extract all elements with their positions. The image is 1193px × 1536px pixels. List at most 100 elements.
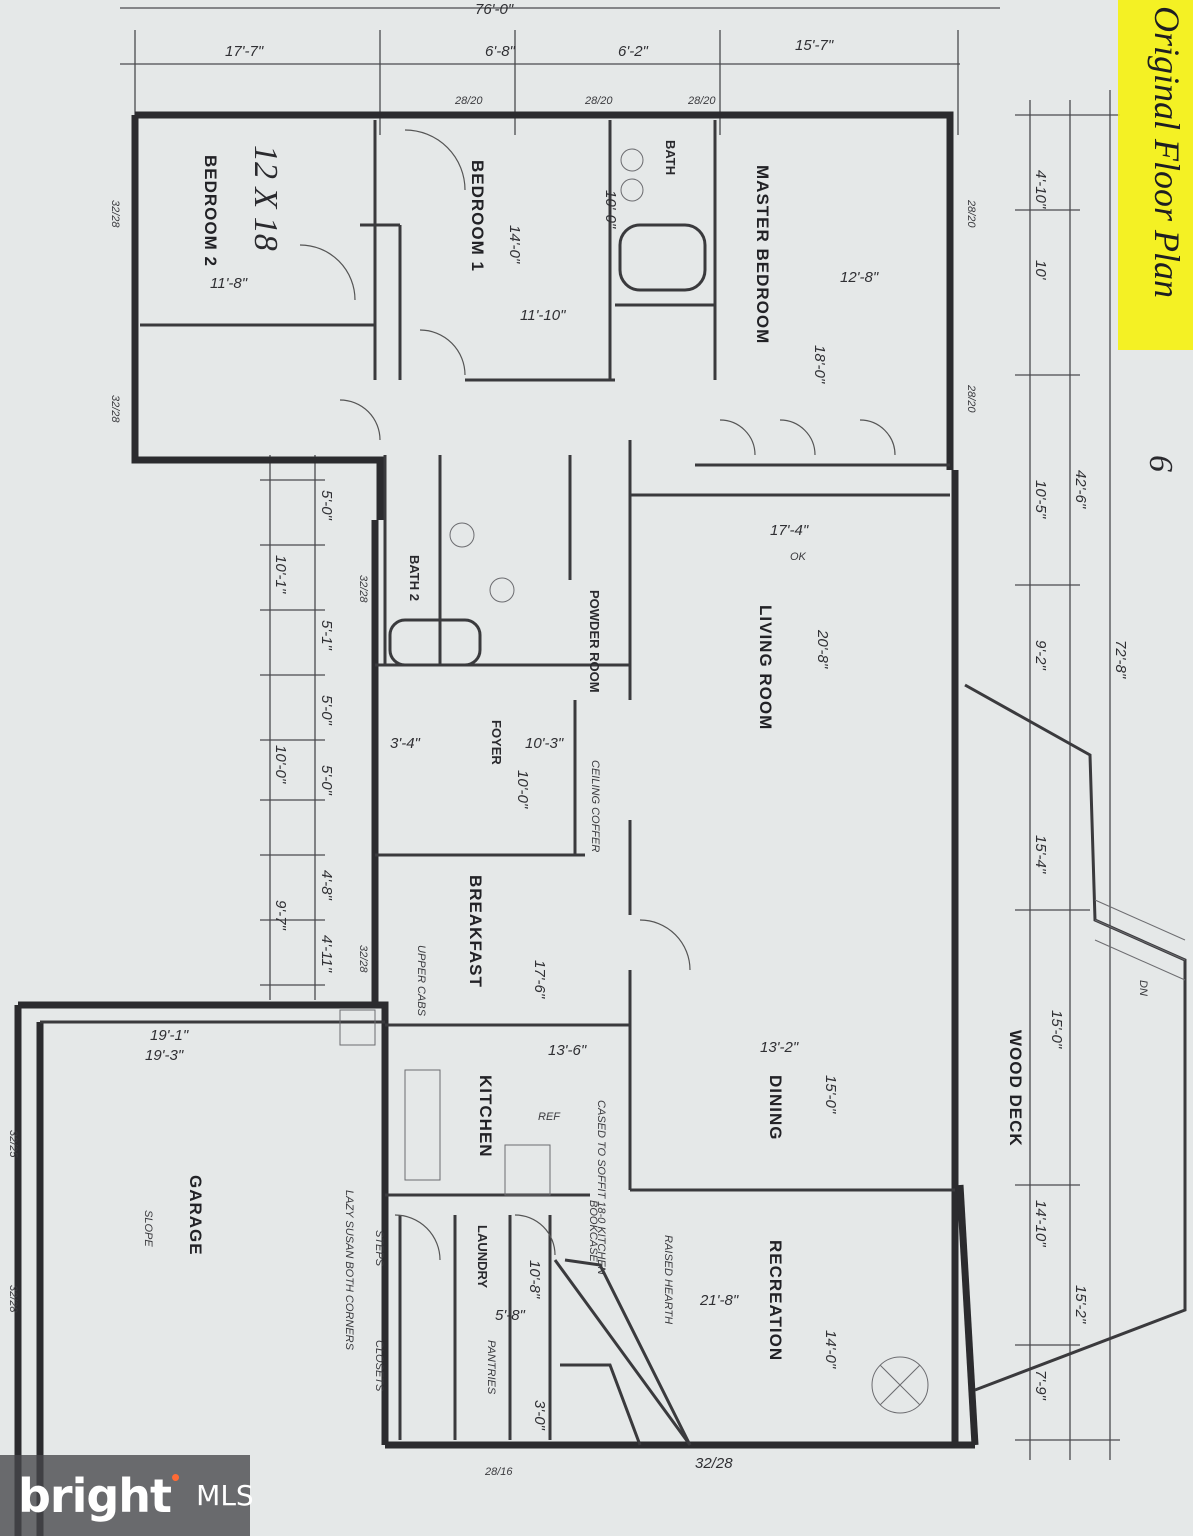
room-garage: GARAGE [186, 1175, 205, 1256]
window-label-bottom2: 28/16 [484, 1466, 513, 1478]
dim-foyer-a: 3'-4" [390, 735, 421, 752]
original-floor-plan-note: Original Floor Plan [1147, 6, 1187, 299]
dim-breakfast-depth: 17'-6" [531, 960, 548, 999]
dim-laundry-b: 5'-8" [495, 1307, 526, 1324]
room-foyer: FOYER [489, 720, 504, 765]
bathroom-fixtures [388, 148, 707, 667]
dim-closet-3: 3'-0" [531, 1400, 548, 1431]
dim-garage-width-2: 19'-1" [150, 1027, 189, 1044]
dim-garage-width: 19'-3" [145, 1047, 184, 1064]
dim-right-j: 7'-9" [1032, 1370, 1049, 1401]
wood-deck-outline [964, 683, 1187, 1392]
label-wood-deck: WOOD DECK [1006, 1030, 1025, 1147]
dim-master-bath: 10'-0" [602, 190, 619, 229]
dim-left-e: 10'-0" [272, 745, 289, 784]
dim-left-g: 4'-8" [318, 870, 335, 901]
raised-hearth-label: RAISED HEARTH [662, 1235, 674, 1324]
interior-walls [140, 120, 955, 1446]
dim-left-i: 4'-11" [318, 935, 335, 973]
soffit-label: CASED TO SOFFIT 18-0 KITCHEN [595, 1100, 607, 1275]
dim-left-c: 5'-1" [318, 620, 335, 651]
window-label-right2: 28/20 [965, 384, 977, 413]
dim-recreation-depth: 14'-0" [822, 1330, 839, 1369]
dim-laundry-a: 10'-8" [526, 1260, 543, 1299]
room-bedroom-2: BEDROOM 2 [201, 155, 220, 267]
dim-bedroom1-depth: 14'-0" [506, 225, 523, 264]
fireplace-hearth [560, 1258, 929, 1446]
right-dimension-lines [1015, 90, 1120, 1460]
dim-living-width: 17'-4" [770, 522, 809, 539]
living-ok-mark: OK [790, 551, 807, 563]
dim-top-a: 17'-7" [225, 43, 264, 60]
closets-label: CLOSETS [373, 1340, 385, 1392]
exterior-walls [14, 111, 979, 1536]
dim-top-c: 6'-2" [618, 43, 649, 60]
steps-label: STEPS [373, 1230, 385, 1267]
dim-top-overall: 76'-0" [475, 1, 514, 18]
dim-bedroom1-width: 11'-10" [520, 307, 566, 324]
dim-top-d: 15'-7" [795, 37, 834, 54]
top-dimension-lines [120, 7, 1000, 135]
dim-right-c: 42'-6" [1072, 470, 1089, 509]
dim-dining-depth: 15'-0" [822, 1075, 839, 1114]
lazy-susan-label: LAZY SUSAN BOTH CORNERS [343, 1190, 355, 1351]
pantries-label: PANTRIES [485, 1340, 497, 1395]
dim-right-e: 72'-8" [1112, 640, 1129, 679]
window-label-b: 28/20 [584, 95, 613, 107]
dim-right-a: 4'-10" [1032, 170, 1049, 209]
dim-left-b: 10'-1" [272, 555, 289, 594]
watermark-suffix: MLS [196, 1479, 254, 1512]
ref-label: REF [538, 1111, 561, 1123]
window-label-garage-a: 32/25 [7, 1130, 19, 1158]
watermark-dot-icon: • [171, 1462, 181, 1492]
bedroom2-hand-note: 12 X 18 [247, 145, 284, 251]
watermark-brand: bright [18, 1468, 172, 1523]
room-living-room: LIVING ROOM [756, 605, 775, 730]
dim-master-depth: 18'-0" [811, 345, 828, 384]
window-label-bottom: 32/28 [695, 1455, 733, 1472]
dim-right-i: 15'-2" [1072, 1285, 1089, 1324]
slope-label: SLOPE [142, 1210, 154, 1247]
left-dimension-lines [260, 455, 325, 1000]
dim-foyer-b: 10'-3" [525, 735, 564, 752]
bookcase-label: BOOKCASE [587, 1200, 599, 1262]
page-mark: 6 [1142, 455, 1179, 472]
dim-right-f: 9'-2" [1032, 640, 1049, 671]
window-label-breakfast: 32/28 [357, 945, 369, 973]
dim-foyer-c: 10'-0" [514, 770, 531, 809]
room-dining: DINING [766, 1075, 785, 1141]
dim-master-width: 12'-8" [840, 269, 879, 286]
upper-cabs-label: UPPER CABS [415, 945, 427, 1017]
window-label-bath2: 32/28 [357, 575, 369, 603]
door-swings [299, 129, 896, 1261]
room-master-bedroom: MASTER BEDROOM [753, 165, 772, 344]
room-breakfast: BREAKFAST [466, 875, 485, 988]
room-recreation: RECREATION [766, 1240, 785, 1361]
window-label-left: 32/28 [109, 200, 121, 228]
room-laundry: LAUNDRY [475, 1225, 490, 1288]
dim-top-b: 6'-8" [485, 43, 516, 60]
dim-left-h: 9'-7" [272, 900, 289, 931]
window-label-left2: 32/28 [109, 395, 121, 423]
dim-dining-width: 13'-2" [760, 1039, 799, 1056]
dim-right-h: 14'-10" [1032, 1200, 1049, 1247]
room-bath-2: BATH 2 [407, 555, 422, 601]
room-master-bath: BATH [663, 140, 678, 175]
dim-right-d: 10'-5" [1032, 480, 1049, 519]
window-label-a: 28/20 [454, 95, 483, 107]
room-bedroom-1: BEDROOM 1 [468, 160, 487, 272]
bright-mls-watermark: bright • MLS [0, 1455, 254, 1536]
dim-left-a: 5'-0" [318, 490, 335, 521]
dim-living-depth: 20'-8" [814, 629, 831, 669]
dim-left-f: 5'-0" [318, 765, 335, 796]
room-kitchen: KITCHEN [476, 1075, 495, 1158]
dim-right-b: 10' [1032, 260, 1049, 281]
deck-stairs-dn: DN [1137, 980, 1149, 996]
window-label-garage-b: 32/28 [7, 1285, 19, 1313]
dim-kitchen-width: 13'-6" [548, 1042, 587, 1059]
dim-bedroom2-width: 11'-8" [210, 275, 248, 292]
window-label-right: 28/20 [965, 199, 977, 228]
room-powder-room: POWDER ROOM [587, 590, 602, 693]
dim-recreation-width: 21'-8" [699, 1292, 739, 1309]
